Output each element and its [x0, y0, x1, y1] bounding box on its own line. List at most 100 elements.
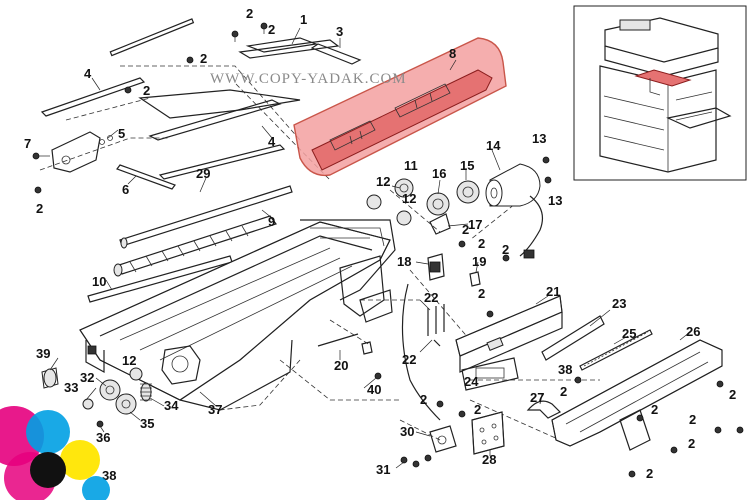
callout-22: 22 [424, 290, 438, 305]
callout-6: 6 [122, 182, 129, 197]
leader-lines [49, 27, 691, 469]
callout-labels: 1 2 2 2 2 2 2 2 2 2 2 2 2 2 2 2 2 2 3 4 … [24, 6, 736, 483]
callout-33: 33 [64, 380, 78, 395]
logo-circle-yellow [60, 440, 100, 480]
main-frame-assembly [79, 219, 396, 411]
part-15-gear [456, 180, 480, 204]
lower-middle-parts [317, 333, 505, 455]
callout-13: 13 [532, 131, 546, 146]
screw-icon [34, 186, 42, 194]
callout-10: 10 [92, 274, 106, 289]
logo-circle-black [30, 452, 66, 488]
callout-31: 31 [376, 462, 390, 477]
callout-29: 29 [196, 166, 210, 181]
top-cover-assembly [40, 18, 362, 190]
part-11-gear [394, 178, 414, 198]
inset-frame [573, 5, 747, 181]
part-33-washer [82, 398, 94, 410]
screw-icon [374, 372, 382, 380]
part-26-bracket [551, 339, 723, 447]
screws [32, 22, 744, 478]
callout-11: 11 [404, 158, 418, 173]
screw-icon [736, 426, 744, 434]
part-18-sensor [427, 253, 445, 281]
callout-2: 2 [478, 286, 485, 301]
callout-19: 19 [472, 254, 486, 269]
part-6-strip [116, 164, 176, 190]
callout-35: 35 [140, 416, 154, 431]
part-4-rail-b [148, 99, 282, 141]
part-24-window [461, 357, 519, 391]
screw-icon [32, 152, 50, 160]
brand-logo [0, 406, 110, 500]
screw-icon [670, 446, 678, 454]
screw-icon [96, 420, 104, 428]
callout-24: 24 [464, 374, 479, 389]
part-30-connector [429, 425, 457, 453]
callout-2: 2 [143, 83, 150, 98]
part-32-gear [99, 379, 121, 401]
part-17-coupling [429, 213, 451, 235]
part-12-bushing-a [366, 194, 382, 210]
callout-17: 17 [468, 217, 482, 232]
callout-8: 8 [449, 46, 456, 61]
callout-18: 18 [397, 254, 411, 269]
screw-icon [574, 376, 582, 384]
callout-2: 2 [651, 402, 658, 417]
callout-4: 4 [268, 134, 276, 149]
screw-icon [458, 240, 466, 248]
screw-icon [636, 414, 644, 422]
screw-icon [400, 454, 432, 468]
part-7-bracket [51, 131, 101, 173]
callout-38: 38 [558, 362, 572, 377]
callout-5: 5 [118, 126, 125, 141]
callout-22: 22 [402, 352, 416, 367]
screw-icon [486, 310, 494, 318]
gears-upper [366, 178, 480, 235]
sensor-parts [401, 253, 481, 421]
callout-25: 25 [622, 326, 636, 341]
part-14-motor [485, 163, 543, 259]
callout-40: 40 [367, 382, 381, 397]
callout-15: 15 [460, 158, 474, 173]
callout-38: 38 [102, 468, 116, 483]
callout-12: 12 [402, 191, 416, 206]
part-25-strip [579, 329, 653, 371]
part-20-pin [317, 333, 359, 347]
callout-12: 12 [122, 353, 136, 368]
callout-2: 2 [474, 402, 481, 417]
callout-39: 39 [36, 346, 50, 361]
callout-21: 21 [546, 284, 560, 299]
part-1-frame [238, 39, 340, 59]
copier-machine-icon [599, 17, 732, 173]
callout-2: 2 [689, 412, 696, 427]
screw-icon [231, 30, 239, 42]
watermark-text: WWW.COPY-YADAK.COM [210, 71, 407, 87]
part-8-highlight[interactable] [293, 37, 507, 177]
callout-2: 2 [246, 6, 253, 21]
callout-32: 32 [80, 370, 94, 385]
callout-14: 14 [486, 138, 501, 153]
callout-2: 2 [268, 22, 275, 37]
part-22-pins [427, 304, 445, 347]
callout-7: 7 [24, 136, 31, 151]
callout-26: 26 [686, 324, 700, 339]
callout-28: 28 [482, 452, 496, 467]
callout-9: 9 [268, 214, 275, 229]
right-panels [455, 295, 723, 451]
part-12-bushing-b [396, 210, 412, 226]
part-19-block [469, 271, 481, 287]
callout-36: 36 [96, 430, 110, 445]
callout-1: 1 [300, 12, 307, 27]
copier-inset [573, 5, 747, 181]
callout-2: 2 [478, 236, 485, 251]
callout-2: 2 [729, 387, 736, 402]
callout-2: 2 [200, 51, 207, 66]
callout-2: 2 [646, 466, 653, 481]
screw-icon [544, 176, 552, 184]
callout-27: 27 [530, 390, 544, 405]
part-16-gear [426, 192, 450, 216]
part-28-board [471, 411, 505, 455]
screw-icon [716, 380, 724, 388]
